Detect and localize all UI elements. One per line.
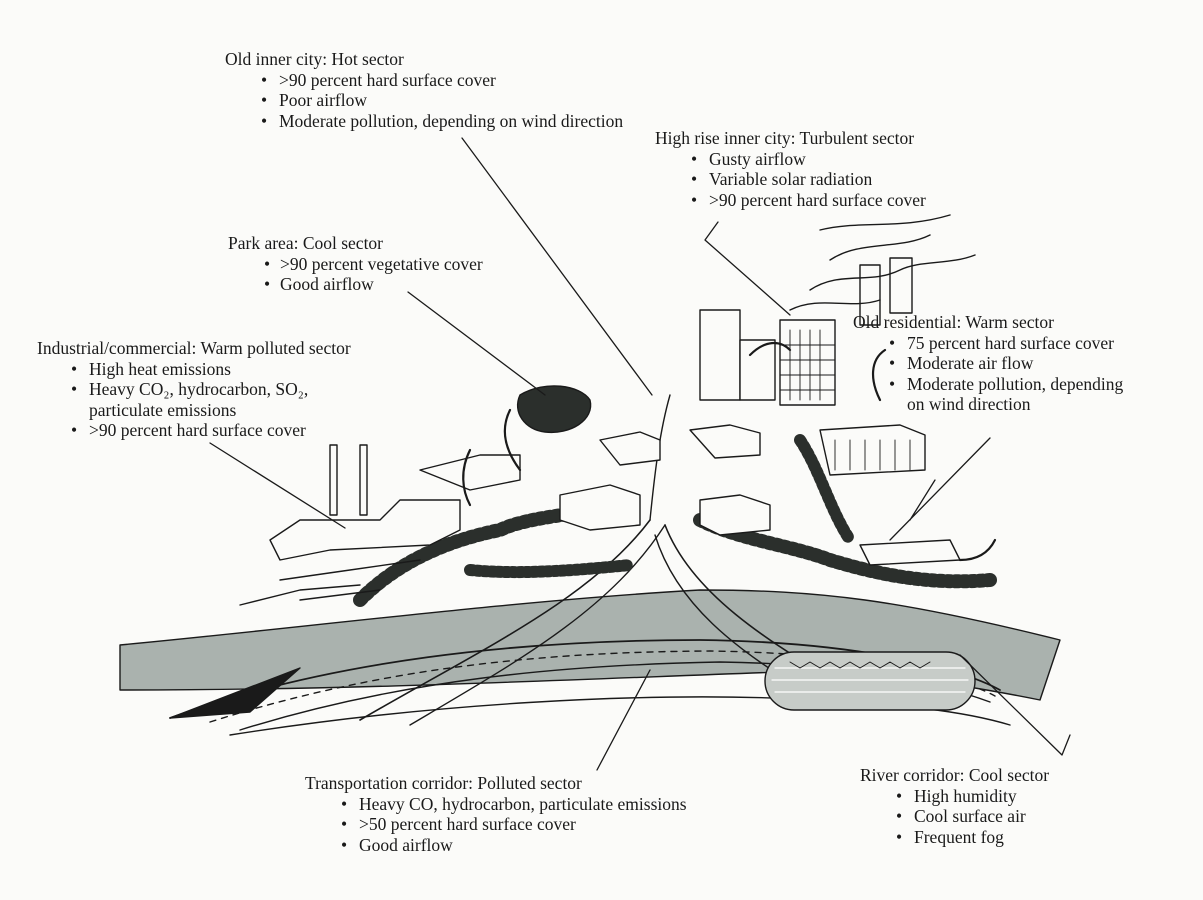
- wind-arrow-1: [503, 408, 522, 472]
- tower-3: [859, 264, 881, 326]
- label-bullet: Good airflow: [335, 835, 687, 856]
- smokestack-1: [329, 444, 338, 516]
- label-bullet: Moderate pollution, depending on wind di…: [883, 374, 1123, 415]
- airflow-lines: [789, 234, 976, 311]
- label-title: Transportation corridor: Polluted sector: [305, 773, 582, 793]
- park-area: [517, 385, 592, 434]
- label-bullet: Good airflow: [262, 274, 483, 295]
- label-title: High rise inner city: Turbulent sector: [655, 128, 915, 148]
- river: [119, 589, 1061, 701]
- tower-1: [699, 309, 741, 401]
- leader-old-inner-city: [461, 137, 653, 396]
- tree-belt-residential: [794, 434, 856, 546]
- leader-old-residential: [889, 437, 991, 541]
- label-bullet-line: on wind direction: [907, 394, 1031, 414]
- label-bullet: Heavy CO, hydrocarbon, particulate emiss…: [335, 794, 687, 815]
- wind-arrow-5: [958, 538, 997, 562]
- leader-high-rise: [704, 221, 791, 316]
- wind-arrow-4: [872, 348, 887, 402]
- road-left: [359, 519, 651, 721]
- road-left-2: [409, 524, 666, 726]
- residential-blocks: [819, 424, 926, 476]
- label-river: River corridor: Cool sector High humidit…: [860, 765, 1049, 847]
- leader-river: [959, 654, 1071, 756]
- label-bullet-line: Heavy CO₂, hydrocarbon, SO₂,: [89, 379, 309, 399]
- wind-arrow-2: [462, 448, 472, 507]
- label-bullet: >50 percent hard surface cover: [335, 814, 687, 835]
- label-old-residential: Old residential: Warm sector 75 percent …: [853, 312, 1123, 415]
- label-title: Industrial/commercial: Warm polluted sec…: [37, 338, 351, 358]
- label-bullet: >90 percent vegetative cover: [262, 254, 483, 275]
- label-transportation: Transportation corridor: Polluted sector…: [305, 773, 687, 855]
- label-bullet: Cool surface air: [890, 806, 1049, 827]
- smokestack-2: [359, 444, 368, 516]
- tree-belt-center: [464, 559, 636, 579]
- label-title: Old residential: Warm sector: [853, 312, 1054, 332]
- label-bullet-line: particulate emissions: [89, 399, 237, 420]
- tower-2: [779, 319, 836, 406]
- label-industrial: Industrial/commercial: Warm polluted sec…: [37, 338, 351, 441]
- label-bullet-line: Moderate pollution, depending: [907, 373, 1124, 394]
- label-bullet: Gusty airflow: [685, 149, 926, 170]
- leader-park: [407, 291, 546, 396]
- label-high-rise: High rise inner city: Turbulent sector G…: [655, 128, 926, 210]
- label-bullet: >90 percent hard surface cover: [65, 420, 351, 441]
- label-bullet: High heat emissions: [65, 359, 351, 380]
- label-bullet: >90 percent hard surface cover: [255, 70, 623, 91]
- label-bullet: >90 percent hard surface cover: [685, 190, 926, 211]
- river-fog-island: [764, 651, 976, 711]
- label-title: Park area: Cool sector: [228, 233, 384, 253]
- highway-wedge: [169, 667, 301, 719]
- label-title: River corridor: Cool sector: [860, 765, 1050, 785]
- label-old-inner-city: Old inner city: Hot sector >90 percent h…: [225, 49, 623, 131]
- wind-arrow-3: [748, 342, 792, 357]
- label-bullet: Heavy CO₂, hydrocarbon, SO₂, particulate…: [65, 379, 351, 420]
- label-park-area: Park area: Cool sector >90 percent veget…: [228, 233, 483, 295]
- industrial-buildings: [269, 499, 461, 561]
- label-bullet: Frequent fog: [890, 827, 1049, 848]
- label-bullet: High humidity: [890, 786, 1049, 807]
- label-bullet: Poor airflow: [255, 90, 623, 111]
- label-bullet: 75 percent hard surface cover: [883, 333, 1123, 354]
- leader-transportation: [596, 669, 651, 771]
- tree-belt-right: [693, 513, 997, 589]
- label-bullet: Moderate pollution, depending on wind di…: [255, 111, 623, 132]
- label-title: Old inner city: Hot sector: [225, 49, 404, 69]
- label-bullet: Variable solar radiation: [685, 169, 926, 190]
- leader-industrial: [209, 442, 346, 529]
- label-bullet: Moderate air flow: [883, 353, 1123, 374]
